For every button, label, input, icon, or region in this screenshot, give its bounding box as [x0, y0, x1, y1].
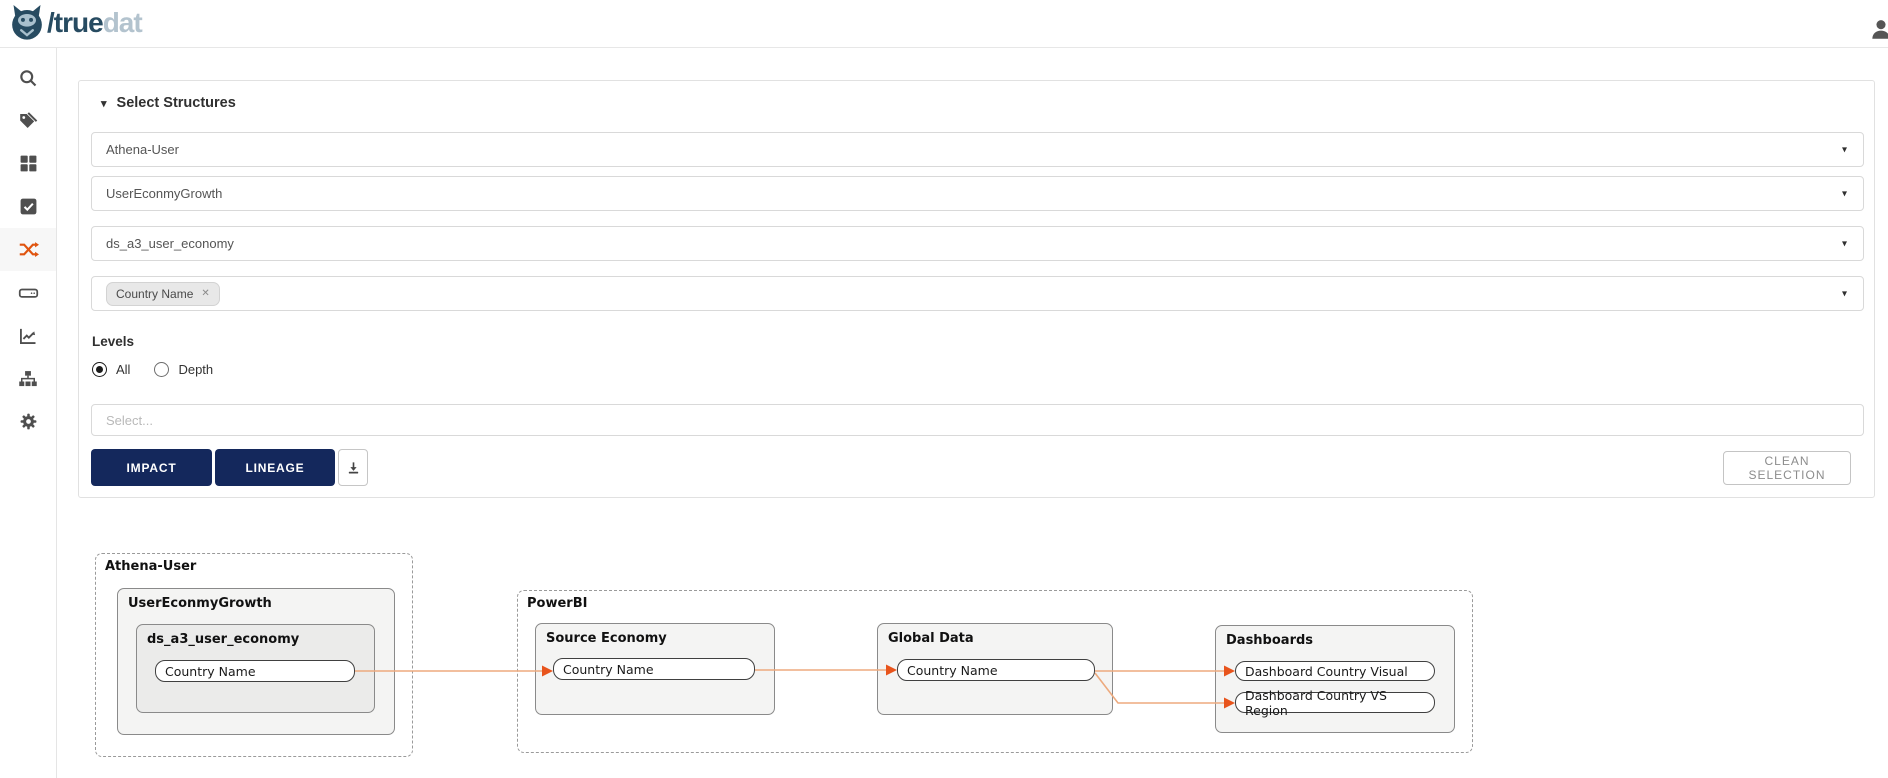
sidebar-item-hierarchy[interactable]	[0, 357, 56, 400]
lineage-button[interactable]: LINEAGE	[215, 449, 335, 486]
shuffle-icon	[18, 239, 39, 260]
chart-line-icon	[18, 326, 38, 346]
logo-text: /truedat	[47, 7, 143, 38]
dropdown-group-value: UserEconmyGrowth	[106, 186, 223, 201]
user-icon[interactable]	[1868, 16, 1888, 42]
caret-down-icon: ▾	[101, 97, 107, 110]
impact-button[interactable]: IMPACT	[91, 449, 212, 486]
dropdown-system[interactable]: Athena-User ▾	[91, 132, 1864, 167]
depth-select-input[interactable]	[91, 404, 1864, 436]
chevron-down-icon: ▾	[1841, 288, 1847, 299]
check-square-icon	[19, 197, 38, 216]
chip-remove-icon[interactable]: ✕	[201, 288, 210, 299]
dropdown-structure-value: ds_a3_user_economy	[106, 236, 234, 251]
levels-label: Levels	[92, 334, 135, 349]
node-source-country-name[interactable]: Country Name	[553, 658, 755, 680]
select-structures-panel: ▾ Select Structures Athena-User ▾ UserEc…	[78, 80, 1875, 498]
download-icon	[346, 460, 361, 476]
selected-field-chip[interactable]: Country Name ✕	[106, 281, 220, 306]
levels-radio-group: All Depth	[92, 362, 213, 377]
dropdown-group[interactable]: UserEconmyGrowth ▾	[91, 176, 1864, 211]
clean-selection-button[interactable]: CLEAN SELECTION	[1723, 451, 1851, 485]
radio-all[interactable]	[92, 362, 107, 377]
tag-icon	[18, 110, 39, 131]
search-icon	[18, 68, 38, 88]
chevron-down-icon: ▾	[1841, 188, 1847, 199]
grid-icon	[19, 154, 38, 173]
node-athena-country-name[interactable]: Country Name	[155, 660, 355, 682]
sidebar-item-search[interactable]	[0, 56, 56, 99]
gear-icon	[19, 412, 38, 431]
dropdown-system-value: Athena-User	[106, 142, 179, 157]
sidebar-item-systems[interactable]	[0, 271, 56, 314]
panel-title: Select Structures	[116, 95, 236, 111]
node-dashboard-country-vs-region[interactable]: Dashboard Country VS Region	[1235, 688, 1435, 718]
sitemap-icon	[18, 369, 38, 389]
node-dashboard-country-visual[interactable]: Dashboard Country Visual	[1235, 661, 1435, 681]
panel-title-row[interactable]: ▾ Select Structures	[101, 95, 236, 111]
sidebar-item-catalog[interactable]	[0, 142, 56, 185]
drive-icon	[18, 282, 39, 303]
chevron-down-icon: ▾	[1841, 238, 1847, 249]
group-athena-user-label: Athena-User	[105, 559, 197, 574]
download-button[interactable]	[338, 449, 368, 486]
sidebar-item-analytics[interactable]	[0, 314, 56, 357]
group-athena-user: Athena-User	[95, 553, 413, 757]
dropdown-structure[interactable]: ds_a3_user_economy ▾	[91, 226, 1864, 261]
sidebar-item-glossary[interactable]	[0, 99, 56, 142]
node-global-country-name[interactable]: Country Name	[897, 659, 1095, 681]
truedat-logo[interactable]: /truedat	[9, 4, 143, 42]
sidebar-item-settings[interactable]	[0, 400, 56, 443]
group-powerbi-label: PowerBI	[527, 596, 588, 611]
radio-depth[interactable]	[154, 362, 170, 377]
sidebar-item-lineage[interactable]	[0, 228, 56, 271]
radio-depth-label: Depth	[178, 362, 214, 377]
dropdown-fields[interactable]: Country Name ✕ ▾	[91, 276, 1864, 311]
sidebar-item-quality[interactable]	[0, 185, 56, 228]
sidebar-nav	[0, 48, 57, 778]
chevron-down-icon: ▾	[1841, 144, 1847, 155]
radio-all-label: All	[116, 362, 131, 377]
owl-logo-icon	[9, 4, 45, 42]
chip-label: Country Name	[116, 286, 194, 301]
app-header: /truedat	[0, 0, 1888, 48]
